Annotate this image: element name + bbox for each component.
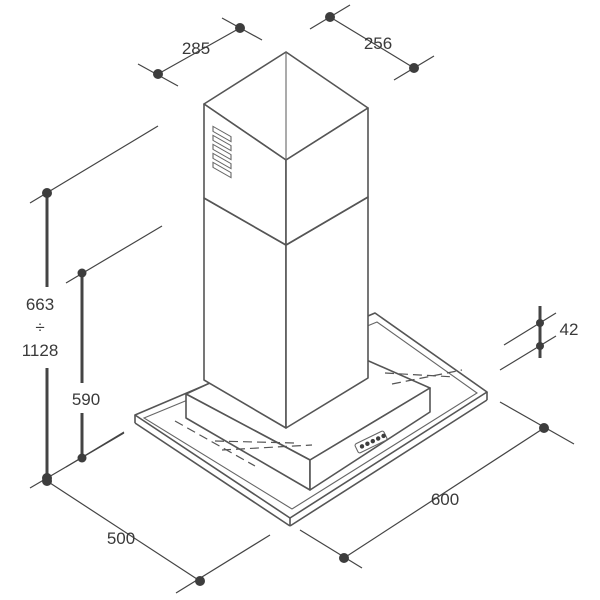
dimension-label-256: 256: [364, 34, 392, 53]
dimension-label-500: 500: [107, 529, 135, 548]
dimension-590: [65, 225, 163, 468]
dimension-600: [299, 401, 575, 569]
chimney-lower: [203, 196, 369, 429]
dimension-256: [309, 4, 435, 81]
chimney-upper: [203, 51, 369, 246]
dimension-label-height-max: 1128: [22, 341, 59, 360]
control-button: [370, 438, 375, 444]
dimension-285: [137, 17, 263, 87]
control-button: [381, 433, 386, 439]
control-button: [365, 441, 370, 446]
glass-reflections: [174, 369, 463, 467]
dimension-label-42: 42: [560, 320, 579, 339]
dimension-label-height-sep: ÷: [35, 318, 44, 337]
control-panel: [354, 430, 388, 454]
control-button: [359, 444, 365, 449]
control-button: [375, 436, 381, 441]
dimension-label-height-min: 663: [26, 295, 54, 314]
dimension-42: [499, 306, 557, 371]
dimension-label-600: 600: [431, 490, 459, 509]
vent-slots: [212, 125, 232, 179]
dimension-500: [42, 476, 271, 594]
dimension-label-285: 285: [182, 39, 210, 58]
dimension-label-590: 590: [72, 390, 100, 409]
